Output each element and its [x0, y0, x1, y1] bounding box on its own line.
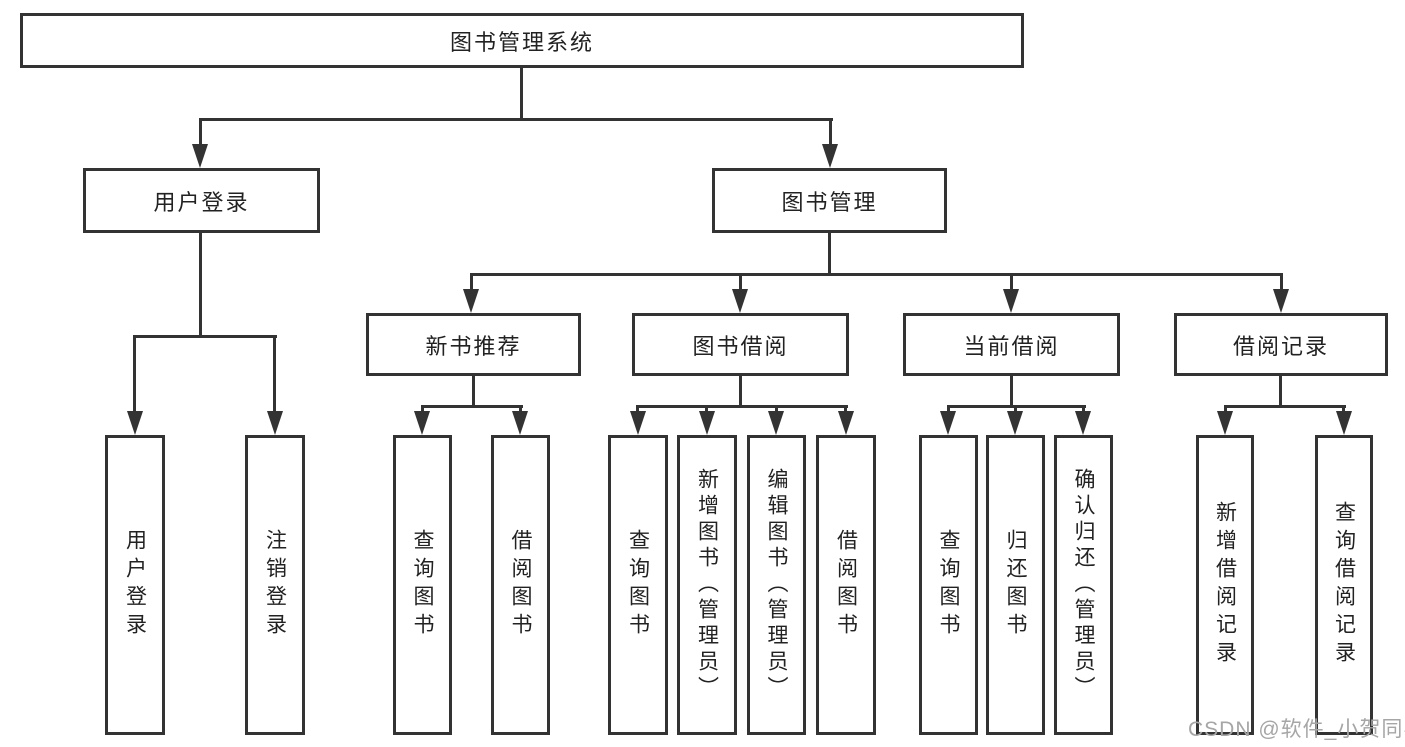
node-box-user-login: 用户登录 [83, 168, 320, 233]
connector-line [636, 405, 639, 413]
connector-line [273, 335, 276, 411]
node-label: 用户登录 [123, 529, 147, 641]
connector-line [1010, 376, 1013, 405]
leaf-box-user-login: 用户登录 [105, 435, 165, 735]
connector-line [739, 376, 742, 405]
connector-bar [199, 118, 833, 121]
node-label: 查询图书 [626, 529, 650, 641]
arrowhead-icon [192, 144, 208, 168]
connector-bar [421, 405, 523, 408]
node-label: 图书管理 [781, 189, 878, 215]
node-label: 查询借阅记录 [1332, 501, 1356, 669]
node-label: 编辑图书（管理员） [765, 468, 788, 702]
leaf-box-current-confirm-return-admin: 确认归还（管理员） [1054, 435, 1113, 735]
leaf-box-borrow-edit-books-admin: 编辑图书（管理员） [747, 435, 806, 735]
connector-bar [133, 335, 277, 338]
connector-line [705, 405, 708, 413]
node-label: 查询图书 [411, 529, 434, 641]
arrowhead-icon [1217, 411, 1233, 435]
leaf-box-recommend-query-books: 查询图书 [393, 435, 452, 735]
node-box-borrow-records: 借阅记录 [1174, 313, 1388, 376]
node-label: 归还图书 [1004, 529, 1027, 641]
connector-line [133, 335, 136, 411]
leaf-box-logout: 注销登录 [245, 435, 305, 735]
connector-line [1342, 405, 1345, 413]
node-label: 借阅记录 [1232, 333, 1329, 359]
arrowhead-icon [127, 411, 143, 435]
node-box-book-borrow: 图书借阅 [632, 313, 849, 376]
leaf-box-records-query-record: 查询借阅记录 [1315, 435, 1373, 735]
connector-line [199, 118, 202, 146]
leaf-box-current-return-books: 归还图书 [986, 435, 1045, 735]
node-label: 新增借阅记录 [1213, 501, 1237, 669]
connector-line [844, 405, 847, 413]
connector-line [828, 233, 831, 273]
node-box-current-borrow: 当前借阅 [903, 313, 1120, 376]
connector-line [829, 118, 832, 146]
node-label: 图书借阅 [692, 333, 789, 359]
connector-line [775, 405, 778, 413]
arrowhead-icon [732, 289, 748, 313]
arrowhead-icon [512, 411, 528, 435]
arrowhead-icon [699, 411, 715, 435]
connector-bar [470, 273, 1283, 276]
csdn-watermark: CSDN @软件_小贺同学 [1188, 718, 1405, 741]
arrowhead-icon [630, 411, 646, 435]
arrowhead-icon [1003, 289, 1019, 313]
node-label: 新增图书（管理员） [695, 468, 719, 702]
node-box-root: 图书管理系统 [20, 13, 1024, 68]
arrowhead-icon [1007, 411, 1023, 435]
connector-bar [1224, 405, 1346, 408]
connector-line [947, 405, 950, 413]
node-label: 确认归还（管理员） [1072, 468, 1095, 702]
node-box-new-book-recommend: 新书推荐 [366, 313, 581, 376]
arrowhead-icon [463, 289, 479, 313]
connector-line [739, 273, 742, 289]
connector-line [199, 233, 202, 335]
connector-line [1082, 405, 1085, 413]
node-label: 借阅图书 [509, 529, 532, 641]
arrowhead-icon [822, 144, 838, 168]
node-label: 用户登录 [153, 189, 250, 215]
leaf-box-records-add-record: 新增借阅记录 [1196, 435, 1254, 735]
connector-line [519, 405, 522, 413]
leaf-box-borrow-query-books: 查询图书 [608, 435, 668, 735]
leaf-box-borrow-add-books-admin: 新增图书（管理员） [677, 435, 737, 735]
leaf-box-current-query-books: 查询图书 [919, 435, 978, 735]
node-label: 注销登录 [263, 529, 287, 641]
connector-line [1010, 273, 1013, 289]
leaf-box-recommend-borrow-books: 借阅图书 [491, 435, 550, 735]
connector-line [421, 405, 424, 413]
connector-line [1014, 405, 1017, 413]
arrowhead-icon [1336, 411, 1352, 435]
node-label: 图书管理系统 [449, 29, 594, 55]
arrowhead-icon [940, 411, 956, 435]
node-label: 新书推荐 [425, 333, 522, 359]
node-box-book-management: 图书管理 [712, 168, 947, 233]
node-label: 查询图书 [937, 529, 960, 641]
arrowhead-icon [267, 411, 283, 435]
connector-line [1279, 376, 1282, 405]
arrowhead-icon [768, 411, 784, 435]
arrowhead-icon [1075, 411, 1091, 435]
arrowhead-icon [414, 411, 430, 435]
connector-line [470, 273, 473, 289]
connector-bar [636, 405, 848, 408]
arrowhead-icon [838, 411, 854, 435]
connector-line [520, 66, 523, 118]
connector-line [472, 376, 475, 405]
connector-line [1280, 273, 1283, 289]
leaf-box-borrow-borrow-books: 借阅图书 [816, 435, 876, 735]
arrowhead-icon [1273, 289, 1289, 313]
node-label: 当前借阅 [963, 333, 1060, 359]
node-label: 借阅图书 [834, 529, 858, 641]
connector-line [1224, 405, 1227, 413]
